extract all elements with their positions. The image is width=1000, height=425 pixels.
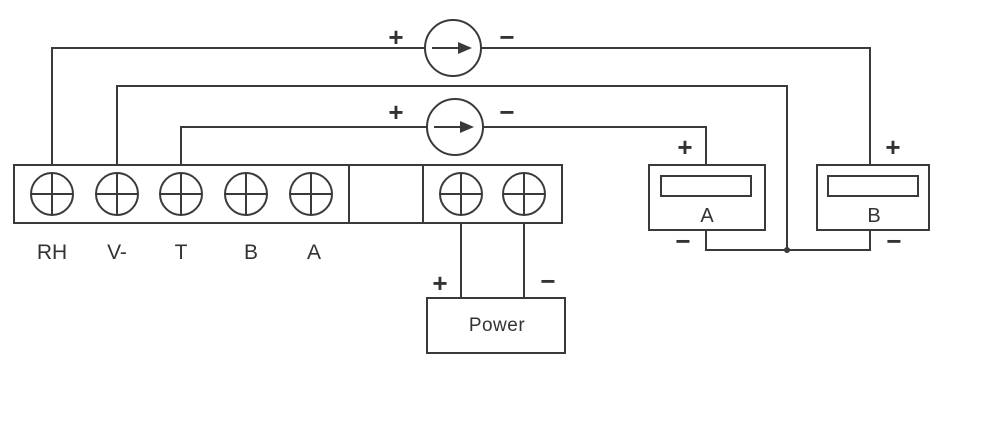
loop-mid-minus: − (499, 97, 514, 127)
meter-a-display (660, 175, 752, 197)
terminal-screw-b (224, 172, 268, 216)
current-source-mid (426, 98, 484, 156)
meter-a-minus: − (675, 226, 690, 256)
loop-mid-plus: + (388, 97, 403, 127)
terminal-screw-t (159, 172, 203, 216)
terminal-label-t: T (175, 241, 188, 264)
terminal-screw-power-plus (439, 172, 483, 216)
loop-top-plus: + (388, 22, 403, 52)
meter-b (816, 164, 930, 231)
power-label: Power (469, 315, 526, 336)
junction-dot (784, 247, 790, 253)
wire-v-common (116, 85, 788, 250)
terminal-screw-rh (30, 172, 74, 216)
meter-a (648, 164, 766, 231)
terminal-screw-v (95, 172, 139, 216)
power-plus: + (432, 268, 447, 298)
current-source-top (424, 19, 482, 77)
terminal-label-rh: RH (37, 241, 67, 264)
terminal-label-a: A (307, 241, 321, 264)
meter-b-plus: + (885, 132, 900, 162)
meter-b-minus: − (886, 226, 901, 256)
terminal-label-v: V- (107, 241, 127, 264)
loop-top-minus: − (499, 22, 514, 52)
meter-b-label: B (867, 205, 880, 227)
terminal-screw-a (289, 172, 333, 216)
power-supply-box (426, 297, 566, 354)
meter-a-label: A (700, 205, 714, 227)
terminal-screw-power-minus (502, 172, 546, 216)
power-minus: − (540, 266, 555, 296)
meter-a-plus: + (677, 132, 692, 162)
meter-b-display (827, 175, 919, 197)
terminal-label-b: B (244, 241, 258, 264)
